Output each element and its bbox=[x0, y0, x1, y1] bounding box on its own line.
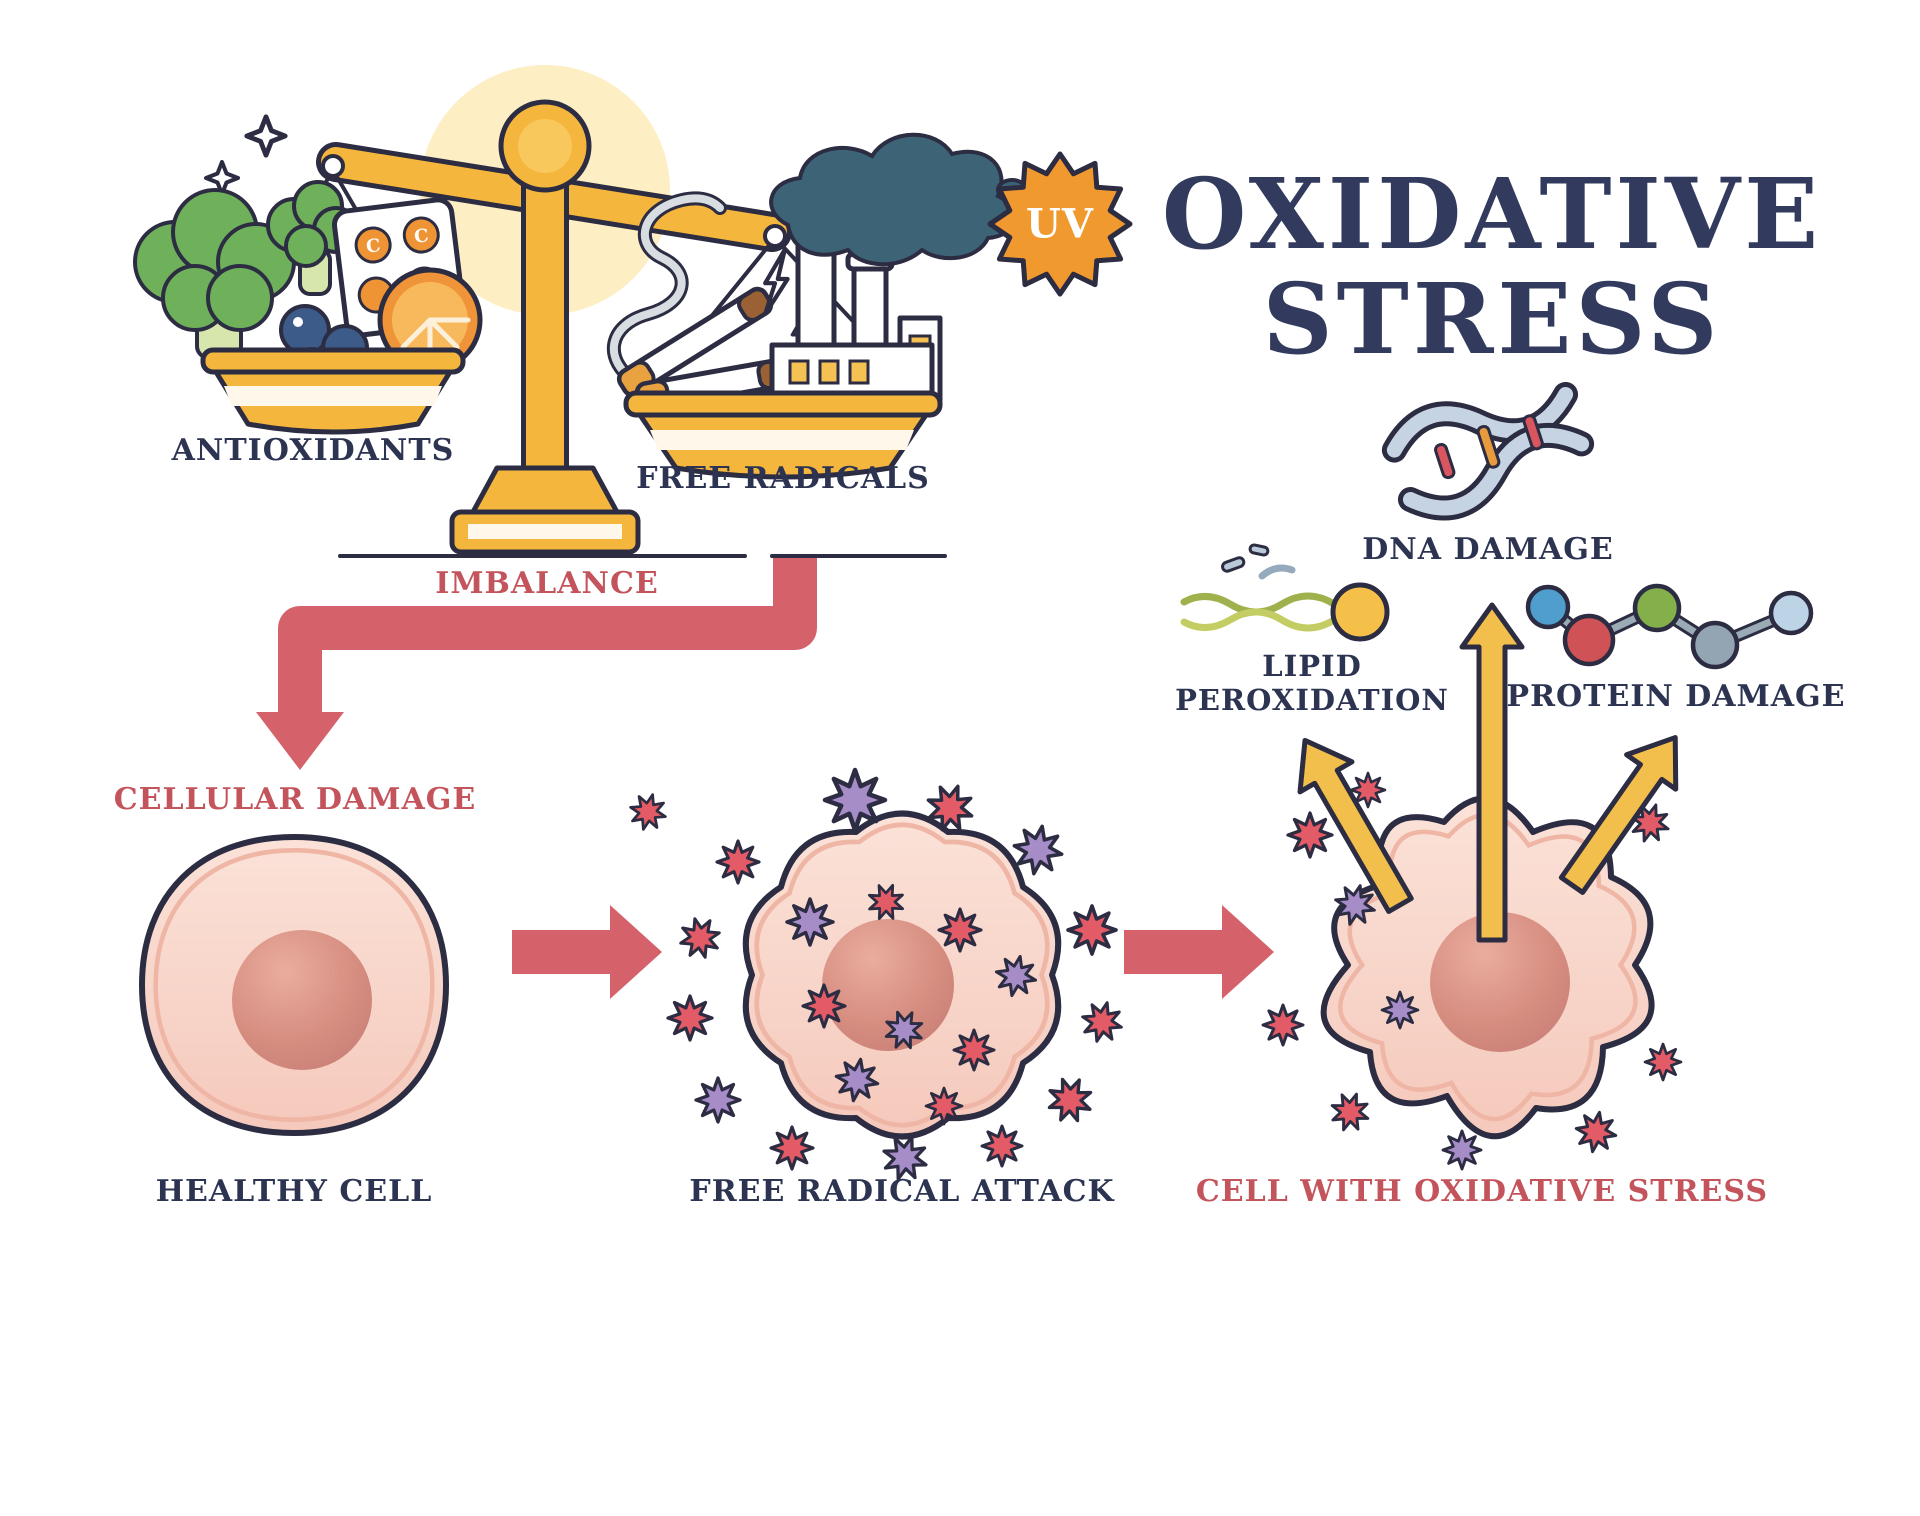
free-radical-icon bbox=[785, 897, 835, 947]
imbalance-label: IMBALANCE bbox=[435, 566, 659, 601]
free-radical-icon bbox=[825, 770, 885, 830]
free-radical-icon bbox=[1066, 904, 1118, 956]
free-radical-icon bbox=[1441, 1129, 1483, 1171]
free-radicals-pan bbox=[623, 390, 943, 480]
lipid-label-line-1: LIPID bbox=[1262, 649, 1362, 683]
free-radical-icon bbox=[1643, 1042, 1683, 1082]
free-radical-icon bbox=[769, 1125, 815, 1171]
balance-scale-icon: C C bbox=[133, 65, 1133, 558]
lipid-peroxidation-arrow bbox=[1297, 737, 1414, 914]
arrow-healthy-to-attack bbox=[512, 905, 662, 999]
free-radical-icon bbox=[1076, 996, 1128, 1048]
lipid-peroxidation-label: LIPID PEROXIDATION bbox=[1175, 649, 1449, 717]
free-radical-icon bbox=[1039, 1069, 1101, 1131]
cell-oxidative-stress-label: CELL WITH OXIDATIVE STRESS bbox=[1195, 1174, 1769, 1209]
pill-letter: C bbox=[365, 235, 382, 258]
uv-badge-label: UV bbox=[1026, 200, 1094, 248]
antioxidants-label: ANTIOXIDANTS bbox=[171, 433, 455, 468]
cellular-damage-label: CELLULAR DAMAGE bbox=[113, 782, 477, 817]
lipid-icon bbox=[1180, 543, 1390, 642]
free-radical-icon bbox=[1286, 811, 1334, 859]
free-radical-icon bbox=[937, 907, 983, 953]
lipid-label-line-2: PEROXIDATION bbox=[1175, 683, 1449, 717]
free-radical-icon bbox=[801, 983, 847, 1029]
title-line-2: STRESS bbox=[1262, 261, 1722, 376]
orange-slice-icon bbox=[377, 267, 483, 373]
pill-letter: C bbox=[413, 225, 430, 248]
dna-damage-arrow bbox=[1459, 602, 1525, 943]
protein-damage-arrow bbox=[1558, 735, 1679, 895]
free-radical-icon bbox=[1571, 1107, 1621, 1157]
free-radical-attack-label: FREE RADICAL ATTACK bbox=[689, 1174, 1115, 1209]
protein-molecule-icon bbox=[1525, 583, 1814, 670]
lightning-icon bbox=[765, 250, 787, 314]
healthy-cell-icon bbox=[142, 837, 446, 1133]
free-radical-icon bbox=[952, 1028, 996, 1072]
healthy-cell-label: HEALTHY CELL bbox=[155, 1174, 433, 1209]
sparkle-icon bbox=[247, 117, 285, 155]
title-line-1: OXIDATIVE bbox=[1161, 157, 1823, 271]
protein-damage-label: PROTEIN DAMAGE bbox=[1506, 679, 1846, 714]
uv-sun-icon bbox=[987, 151, 1133, 297]
stress-cell-icon bbox=[1261, 602, 1683, 1171]
free-radical-icon bbox=[694, 1076, 742, 1124]
arrow-attack-to-stress bbox=[1124, 905, 1274, 999]
broccoli-icon bbox=[133, 180, 360, 360]
dna-damage-label: DNA DAMAGE bbox=[1362, 532, 1614, 567]
attack-cell-icon bbox=[624, 770, 1128, 1188]
imbalance-arrow bbox=[256, 558, 817, 770]
free-radical-icon bbox=[715, 839, 761, 885]
free-radical-icon bbox=[671, 909, 729, 967]
free-radical-icon bbox=[666, 994, 714, 1042]
smoke-wisp-icon bbox=[606, 191, 727, 389]
dna-icon bbox=[1381, 381, 1595, 521]
free-radicals-label: FREE RADICALS bbox=[636, 461, 930, 496]
free-radical-icon bbox=[980, 1124, 1024, 1168]
free-radical-icon bbox=[1324, 1086, 1376, 1138]
free-radical-icon bbox=[1380, 990, 1420, 1030]
smoke-icon bbox=[769, 132, 1039, 267]
free-radical-icon bbox=[1261, 1003, 1305, 1047]
free-radical-icon bbox=[624, 788, 672, 836]
antioxidants-pan bbox=[200, 347, 466, 435]
diagram-title: OXIDATIVE STRESS bbox=[1132, 162, 1852, 372]
free-radical-icon bbox=[924, 1086, 964, 1126]
